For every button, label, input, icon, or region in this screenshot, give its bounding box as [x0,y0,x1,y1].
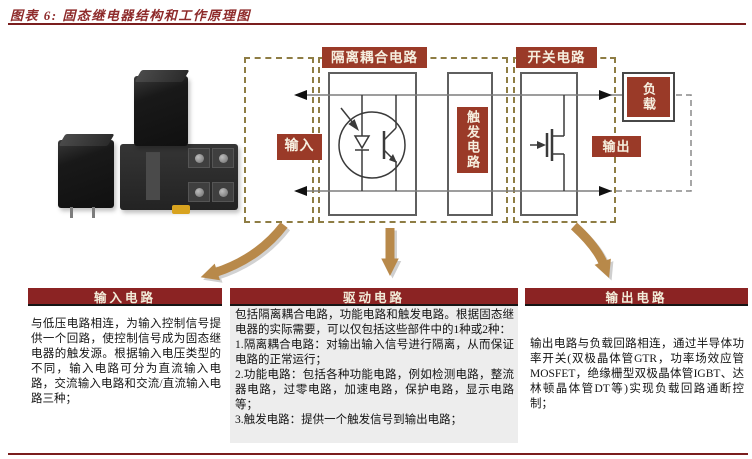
bottom-divider [8,453,748,455]
terminal-screw-icon [188,182,210,202]
title-divider [8,23,746,25]
relay-photo [28,58,240,228]
small-relay-icon [58,134,115,218]
relay-pin-icon [70,207,73,218]
optocoupler-box [328,72,417,216]
terminal-screw-icon [212,182,234,202]
table-header-drive-circuit: 驱动电路 [230,288,518,305]
figure-title: 图表 6: 固态继电器结构和工作原理图 [10,8,251,23]
terminal-screw-icon [212,148,234,168]
drive-column-background [230,306,518,443]
relay-top-face [134,70,189,82]
header-underline [230,304,518,306]
relay-pin-icon [92,207,95,218]
load-label: 负载 [627,77,670,117]
input-circuit-description: 与低压电路相连，为输入控制信号提供一个回路，使控制信号成为固态继电器的触发源。根… [31,318,221,405]
switch-circuit-label: 开关电路 [516,47,597,68]
header-underline [28,304,222,306]
large-relay-icon [134,70,189,146]
din-clip-icon [172,205,190,214]
table-header-input-circuit: 输入电路 [28,288,222,305]
drive-circuit-description: 包括隔离耦合电路，功能电路和触发电路。根据固态继电器的实际需要，可以仅包括这些部… [235,309,514,426]
switch-circuit-box [520,72,578,216]
relay-top-face [58,134,115,146]
terminal-screw-icon [188,148,210,168]
flow-arrow-shadows [203,224,614,283]
input-node-label: 输入 [277,134,322,160]
curved-arrow-down-left-icon [200,222,288,281]
header-underline [525,304,748,306]
load-box: 负载 [622,72,675,122]
isolation-coupling-label: 隔离耦合电路 [322,47,427,68]
relay-socket-icon [120,144,238,214]
curved-arrow-down-right-icon [570,222,611,279]
output-node-label: 输出 [592,136,641,157]
socket-label-strip [146,152,160,200]
trigger-circuit-label: 触发电路 [457,107,488,173]
output-circuit-description: 输出电路与负载回路相连，通过半导体功率开关(双极晶体管GTR，功率场效应管MOS… [530,338,744,410]
flow-arrow-icons [200,222,611,281]
table-header-output-circuit: 输出电路 [525,288,748,305]
